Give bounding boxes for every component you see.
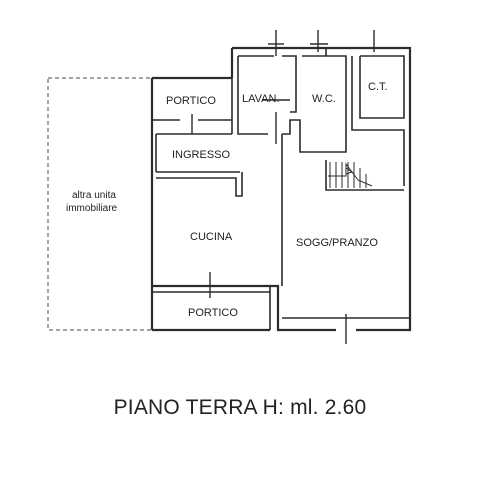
room-label-portico-bottom: PORTICO (188, 307, 238, 319)
adjacent-unit-outline (47, 77, 153, 331)
outer-walls (150, 46, 412, 332)
internal-walls (152, 48, 410, 330)
room-label-ct: C.T. (368, 81, 388, 93)
room-label-ingresso: INGRESSO (172, 149, 231, 161)
adjacent-unit-label-line2: immobiliare (66, 203, 118, 214)
room-label-lavan: LAVAN. (242, 93, 280, 105)
door-markers (191, 30, 375, 344)
room-label-portico-top: PORTICO (166, 95, 216, 107)
adjacent-unit-label-line1: altra unita (72, 190, 116, 201)
room-label-wc: W.C. (312, 93, 336, 105)
stair (328, 162, 373, 188)
room-label-sogg-pranzo: SOGG/PRANZO (296, 237, 378, 249)
floor-title: PIANO TERRA H: ml. 2.60 (113, 396, 367, 419)
room-label-cucina: CUCINA (190, 231, 233, 243)
